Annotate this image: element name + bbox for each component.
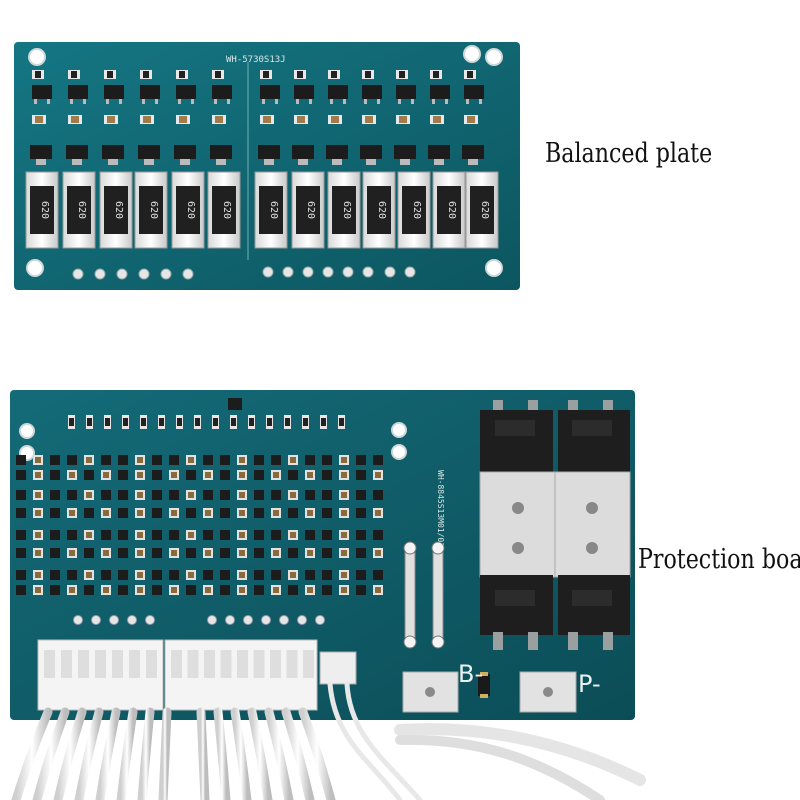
resistor-mark: 620 xyxy=(221,201,232,219)
mosfet-array xyxy=(479,400,631,650)
resistor-mark: 620 xyxy=(113,201,124,219)
resistor-mark: 620 xyxy=(185,201,196,219)
resistor-mark: 620 xyxy=(39,201,50,219)
resistor-mark: 620 xyxy=(76,201,87,219)
resistor-mark: 620 xyxy=(446,201,457,219)
protection-silkscreen-id: WH-8845S13M01/015 xyxy=(436,470,445,552)
resistor-mark: 620 xyxy=(148,201,159,219)
resistor-mark: 620 xyxy=(376,201,387,219)
balanced-silkscreen-id: WH-5730S13J xyxy=(226,55,286,65)
balance-resistor-row: 620 620 620 620 620 620 620 620 620 620 620 620 620 xyxy=(25,171,499,249)
resistor-mark: 620 xyxy=(305,201,316,219)
terminal-b-label: B- xyxy=(458,660,483,688)
protection-board-label: Protection board xyxy=(638,544,800,575)
resistor-mark: 620 xyxy=(268,201,279,219)
resistor-mark: 620 xyxy=(479,201,490,219)
protection-board: WH-8845S13M01/015 xyxy=(10,390,635,720)
balanced-plate-label: Balanced plate xyxy=(545,138,713,169)
resistor-mark: 620 xyxy=(341,201,352,219)
resistor-mark: 620 xyxy=(411,201,422,219)
terminal-p-label: P- xyxy=(578,670,601,698)
balance-connectors xyxy=(37,639,318,711)
terminal-pads xyxy=(402,671,577,713)
shunt-wires xyxy=(403,541,445,649)
wire-harness xyxy=(11,681,646,800)
